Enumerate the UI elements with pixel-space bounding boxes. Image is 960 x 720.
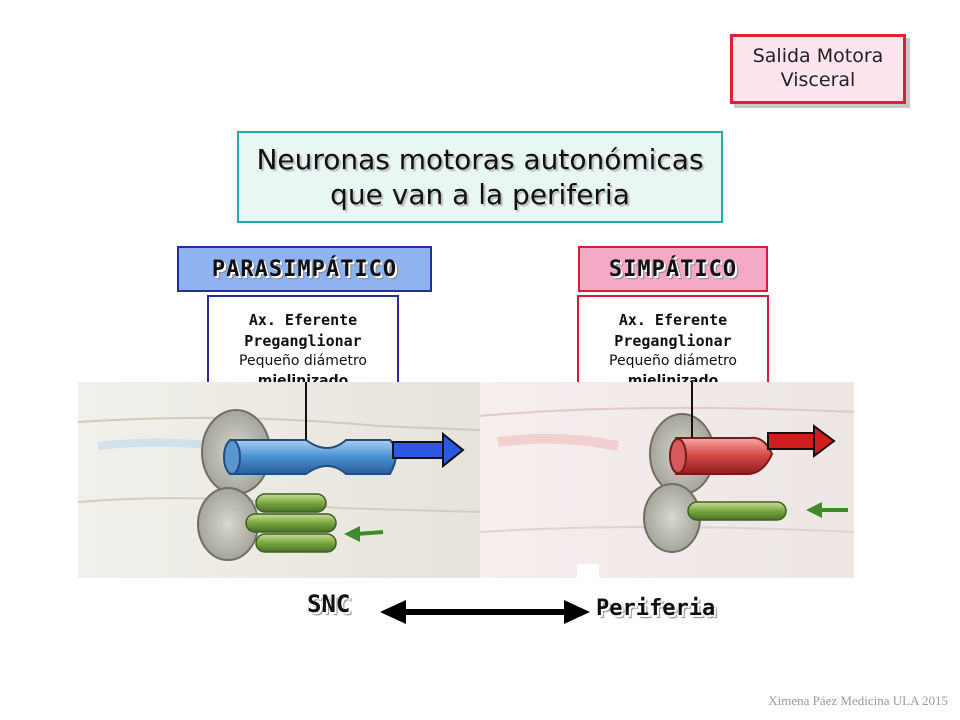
section-badge: Salida Motora Visceral [730,34,906,104]
title-line-1: Neuronas motoras autonómicas [256,143,704,176]
badge-line-1: Salida Motora [752,45,884,68]
parasympathetic-axon [201,382,397,495]
sim-info-line-1: Ax. Eferente [618,311,728,330]
afferent-arrow-green-icon [806,502,848,518]
efferent-arrow-red-icon [767,424,836,458]
efferent-arrow-blue-icon [392,431,465,469]
parasympathetic-afferent-fibers [197,487,337,561]
para-info-line-2: Preganglionar [244,332,362,351]
cns-label: SNC [307,590,351,618]
parasympathetic-header: PARASIMPÁTICO [177,246,432,292]
periphery-label: Periferia [596,596,716,621]
afferent-arrow-green-icon [344,526,384,542]
badge-line-2: Visceral [780,69,856,91]
double-headed-arrow-icon [380,600,590,624]
page-title: Neuronas motoras autonómicas que van a l… [237,131,723,223]
para-info-line-3: Pequeño diámetro [239,353,367,370]
para-info-line-1: Ax. Eferente [248,311,358,330]
sympathetic-header: SIMPÁTICO [578,246,768,292]
author-credit: Ximena Páez Medicina ULA 2015 [768,693,948,708]
sympathetic-afferent-fiber [643,483,787,553]
title-line-2: que van a la periferia [330,178,630,211]
sympathetic-label: SIMPÁTICO [608,256,738,282]
sim-info-line-3: Pequeño diámetro [609,353,737,370]
parasympathetic-label: PARASIMPÁTICO [211,256,398,282]
nerve-illustration [78,382,854,578]
sim-info-line-2: Preganglionar [614,332,732,351]
